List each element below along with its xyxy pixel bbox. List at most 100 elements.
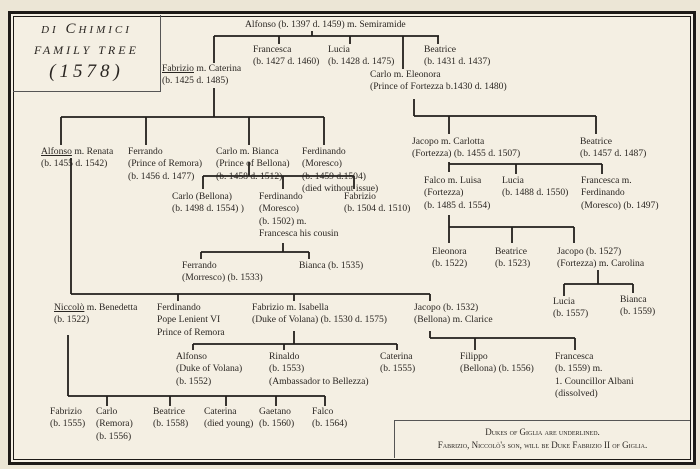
person-lucia-1557: Lucia(b. 1557) [553,296,588,321]
person-line: (Fortezza) [424,187,464,199]
person-line: (Moresco) (b. 1497) [581,199,659,211]
person-francesca-ferdinando: Francesca m.Ferdinando(Moresco) (b. 1497… [581,175,659,212]
person-line: Niccolò m. Benedetta [54,302,137,314]
person-line: Prince of Remora [157,326,225,338]
person-line: (Fortezza) (b. 1455 d. 1507) [412,148,521,160]
person-ferdinando-1502: Ferdinando(Moresco)(b. 1502) m.Francesca… [259,191,338,241]
person-line: Ferrando [182,260,217,271]
person-line: Fabrizio [344,191,376,202]
person-line: Eleonora [432,246,467,257]
person-jacopo-1532: Jacopo (b. 1532)(Bellona) m. Clarice [414,302,493,327]
person-line: Beatrice [424,44,456,55]
person-rinaldo: Rinaldo(b. 1553)(Ambassador to Bellezza) [269,351,369,388]
person-line: Fabrizio [50,406,82,417]
person-filippo: Filippo(Bellona) (b. 1556) [460,351,534,376]
person-bianca-1559: Bianca(b. 1559) [620,294,655,319]
person-fabrizio-1504: Fabrizio(b. 1504 d. 1510) [344,191,410,216]
person-beatrice-1431: Beatrice(b. 1431 d. 1437) [424,44,490,69]
person-line: Rinaldo [269,351,300,362]
person-line: Francesca his cousin [259,228,339,240]
person-line: (b. 1560) [259,418,295,430]
person-jacopo-carlotta: Jacopo m. Carlotta(Fortezza) (b. 1455 d.… [412,136,520,161]
person-line: Alfonso m. Renata [41,146,113,158]
person-line: Alfonso [176,351,207,362]
person-line: Ferdinando [581,187,625,199]
person-fabrizio-isabella: Fabrizio m. Isabella(Duke of Volana) (b.… [252,302,387,327]
person-line: (b. 1552) [176,375,212,387]
person-line: (b. 1555) [380,363,416,375]
person-beatrice-1457: Beatrice(b. 1457 d. 1487) [580,136,646,161]
person-line: Ferrando [128,146,163,157]
title-line-1: di Chimici [41,21,132,37]
person-line: Francesca [253,44,292,55]
person-line: (Moresco) [302,158,342,170]
person-line: (b. 1564) [312,418,348,430]
person-carlo-bianca: Carlo m. Bianca(Prince of Bellona)(b. 14… [216,146,290,183]
person-beatrice-1558: Beatrice(b. 1558) [153,406,188,431]
person-lucia-1488: Lucia(b. 1488 d. 1550) [502,175,568,200]
legend-line-2: Fabrizio, Niccolò's son, will be Duke Fa… [437,440,648,450]
person-ferrando-remora: Ferrando(Prince of Remora)(b. 1456 d. 14… [128,146,202,183]
person-line: Caterina [380,351,413,362]
person-gaetano: Gaetano(b. 1560) [259,406,294,431]
person-eleonora-1522: Eleonora(b. 1522) [432,246,467,271]
person-line: (b. 1431 d. 1437) [424,56,491,68]
person-line: Lucia [328,44,350,55]
person-alfonso-volana: Alfonso(Duke of Volana)(b. 1552) [176,351,242,388]
person-line: (b. 1427 d. 1460) [253,56,320,68]
person-caterina-1555: Caterina(b. 1555) [380,351,415,376]
person-line: (b. 1522) [432,258,468,270]
person-line: Carlo m. Eleonora [370,69,441,80]
person-line: (b. 1523) [495,258,531,270]
person-fabrizio-1555: Fabrizio(b. 1555) [50,406,85,431]
person-line: Francesca [555,351,594,362]
person-line: (b. 1557) [553,308,589,320]
person-line: 1. Councillor Albani [555,375,634,387]
person-line: Beatrice [580,136,612,147]
person-line: (Morresco) (b. 1533) [182,272,263,284]
person-line: Filippo [460,351,488,362]
person-line: Fabrizio m. Caterina [162,63,241,75]
person-line: (Moresco) [259,203,299,215]
title-year: (1578) [49,61,124,82]
person-lucia-1428: Lucia(b. 1428 d. 1475) [328,44,394,69]
title-line-2: family tree [34,43,139,57]
person-caterina-young: Caterina(died young) [204,406,253,431]
person-line: Jacopo m. Carlotta [412,136,485,147]
person-line: Ferdinando [302,146,346,157]
person-jacopo-1527: Jacopo (b. 1527)(Fortezza) m. Carolina [557,246,644,271]
person-line: (b. 1458 d. 1512) [216,170,283,182]
person-line: (Ambassador to Bellezza) [269,375,369,387]
person-line: Ferdinando [259,191,303,202]
person-line: Carlo (Bellona) [172,191,232,202]
person-line: (died without issue) [302,183,379,195]
person-beatrice-1523: Beatrice(b. 1523) [495,246,530,271]
person-ferdinando-1459: Ferdinando(Moresco)(b. 1459 d.1504)(died… [302,146,378,196]
tree-frame [8,11,696,465]
person-line: Bianca (b. 1535) [299,260,364,271]
person-line: Falco [312,406,334,417]
person-line: (b. 1558) [153,418,189,430]
person-line: (dissolved) [555,388,598,400]
duke-name-underlined: Niccolò [54,302,85,313]
person-falco-1564: Falco(b. 1564) [312,406,347,431]
legend-box: Dukes of Giglia are underlined. Fabrizio… [394,420,690,458]
person-line: (b. 1504 d. 1510) [344,203,411,215]
person-line: Alfonso (b. 1397 d. 1459) m. Semiramide [245,19,406,30]
person-line: Beatrice [153,406,185,417]
person-line: Gaetano [259,406,291,417]
person-line: (b. 1457 d. 1487) [580,148,647,160]
person-line: Bianca [620,294,647,305]
person-line: Caterina [204,406,237,417]
person-line: Beatrice [495,246,527,257]
person-line: Lucia [502,175,524,186]
person-niccolo-benedetta: Niccolò m. Benedetta(b. 1522) [54,302,137,327]
person-alfonso-renata: Alfonso m. Renata(b. 1455 d. 1542) [41,146,113,171]
person-bianca-1535: Bianca (b. 1535) [299,260,363,272]
person-line: Jacopo (b. 1532) [414,302,479,313]
legend-line-1: Dukes of Giglia are underlined. [485,427,600,437]
person-line: (b. 1425 d. 1485) [162,75,229,87]
person-carlo-bellona: Carlo (Bellona)(b. 1498 d. 1554) ) [172,191,244,216]
